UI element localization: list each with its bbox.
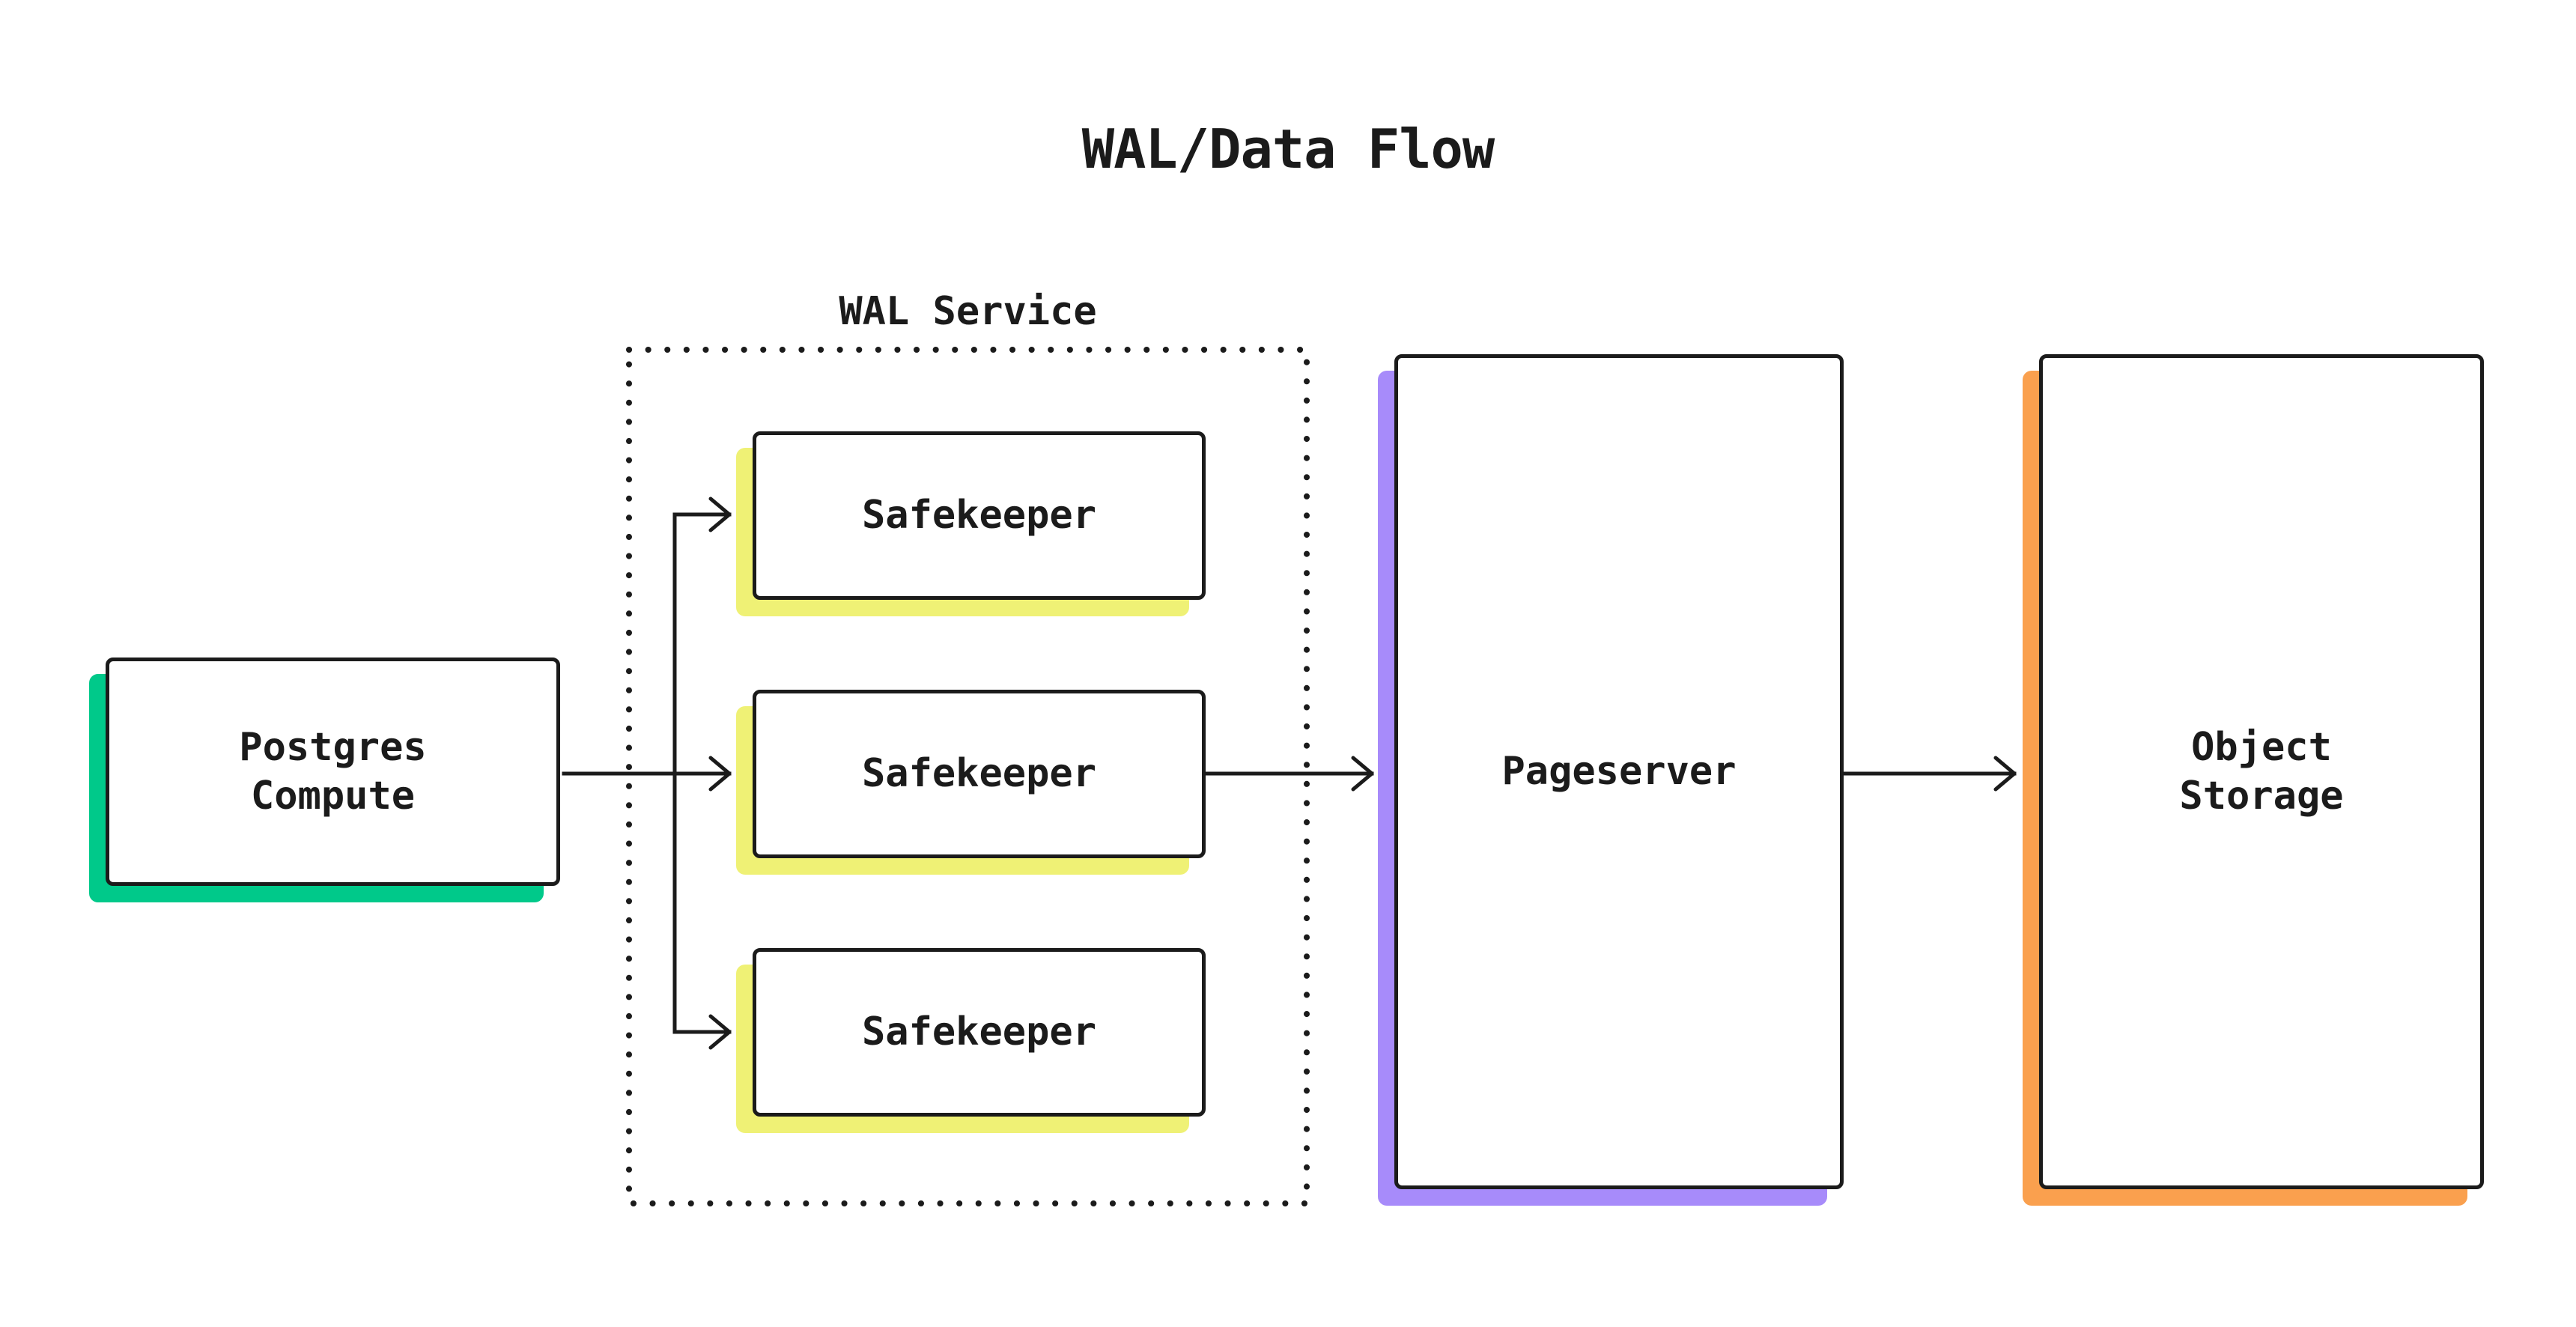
object-storage-box: Object Storage [2039, 354, 2484, 1189]
safekeeper-node-2: Safekeeper [736, 690, 1206, 875]
safekeeper-3-label: Safekeeper [861, 1009, 1097, 1054]
postgres-compute-label: Postgres Compute [239, 724, 427, 819]
safekeeper-1-box: Safekeeper [753, 431, 1206, 600]
pageserver-box: Pageserver [1394, 354, 1844, 1189]
safekeeper-3-box: Safekeeper [753, 948, 1206, 1117]
pageserver-label: Pageserver [1501, 749, 1737, 794]
object-storage-label: Object Storage [2179, 724, 2344, 819]
postgres-compute-node: Postgres Compute [89, 658, 560, 902]
object-storage-node: Object Storage [2023, 354, 2484, 1206]
pageserver-node: Pageserver [1378, 354, 1844, 1206]
safekeeper-2-label: Safekeeper [861, 751, 1097, 796]
safekeeper-1-label: Safekeeper [861, 493, 1097, 538]
safekeeper-node-3: Safekeeper [736, 948, 1206, 1133]
safekeeper-node-1: Safekeeper [736, 431, 1206, 616]
wal-service-label: WAL Service [839, 289, 1097, 334]
postgres-compute-box: Postgres Compute [106, 658, 560, 886]
safekeeper-2-box: Safekeeper [753, 690, 1206, 858]
page-title: WAL/Data Flow [1081, 118, 1495, 180]
